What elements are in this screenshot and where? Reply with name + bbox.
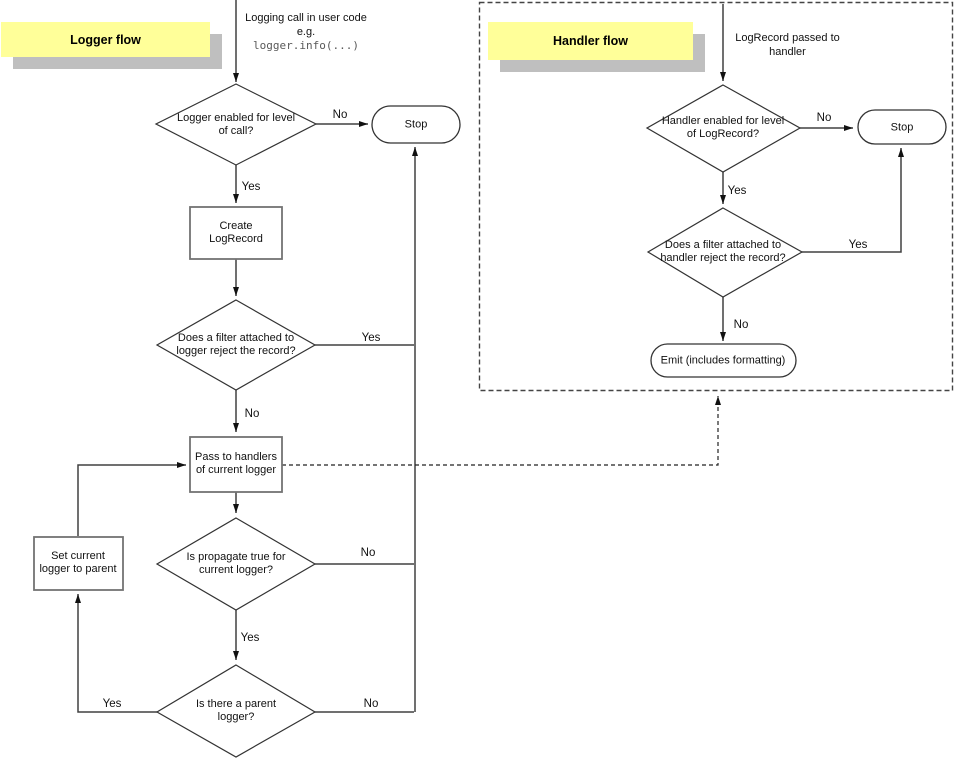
handler-filter-diamond-label: Does a filter attached to handler reject… <box>660 239 786 264</box>
logger-enabled-diamond-shape <box>154 83 318 166</box>
handler-stop-shape <box>857 109 947 145</box>
parent-logger-diamond-label: Is there a parent logger? <box>195 698 277 723</box>
emit-shape <box>650 343 797 378</box>
pass-to-handlers-label: Pass to handlers of current logger <box>195 451 277 476</box>
edge-label-yes: Yes <box>240 632 260 644</box>
emit-label: Emit (includes formatting) <box>660 354 786 367</box>
pass-to-handlers-box-shape <box>189 436 283 493</box>
handler-entry-note-text: LogRecord passed to handler <box>735 32 840 58</box>
propagate-diamond-label: Is propagate true for current logger? <box>186 551 286 576</box>
logger-enabled-diamond-label: Logger enabled for level of call? <box>176 112 296 137</box>
edge-label-no: No <box>332 109 348 121</box>
connector-pass-to-handler-flow-dashed <box>282 396 721 466</box>
logger-flow-title-label: Logger flow <box>70 32 141 47</box>
connector-parent-yes-to-setparent <box>75 594 157 713</box>
logger-flow-shapes <box>33 83 461 758</box>
edge-label-yes: Yes <box>727 185 747 197</box>
parent-logger-diamond-shape <box>155 664 317 758</box>
edge-label-no: No <box>733 319 749 331</box>
set-current-logger-box-shape <box>33 536 124 591</box>
handler-flow-connectors <box>720 4 904 341</box>
edge-label-no: No <box>360 547 376 559</box>
connector-setparent-to-pass <box>77 462 186 536</box>
edge-label-yes: Yes <box>102 698 122 710</box>
logger-filter-diamond-label: Does a filter attached to logger reject … <box>176 332 296 357</box>
propagate-diamond-shape <box>155 517 317 611</box>
edge-label-yes: Yes <box>361 332 381 344</box>
edge-label-no: No <box>244 408 260 420</box>
logger-stop-label: Stop <box>404 118 428 131</box>
edge-label-no: No <box>816 112 832 124</box>
logger-filter-diamond-shape <box>155 299 317 391</box>
handler-flow-title: Handler flow <box>488 22 693 60</box>
handler-flow-title-label: Handler flow <box>552 34 628 48</box>
logger-flow-connectors <box>75 0 418 713</box>
logger-entry-note: Logging call in user code e.g. logger.in… <box>245 11 367 53</box>
logger-entry-note-eg: e.g. <box>296 26 316 38</box>
create-logrecord-box-shape <box>189 206 283 260</box>
logger-stop-shape <box>371 105 461 144</box>
handler-flow-container <box>478 1 954 392</box>
logger-flow-title: Logger flow <box>1 22 210 57</box>
create-logrecord-label: Create LogRecord <box>209 220 263 245</box>
handler-entry-note: LogRecord passed to handler <box>725 31 850 59</box>
handler-filter-diamond-shape <box>646 207 804 298</box>
handler-flow-shapes <box>645 84 947 378</box>
connector-hfilter-yes-to-stop <box>802 148 904 253</box>
edge-label-yes: Yes <box>241 181 261 193</box>
handler-enabled-diamond-shape <box>645 84 802 173</box>
handler-enabled-diamond-label: Handler enabled for level of LogRecord? <box>661 115 785 140</box>
set-current-logger-label: Set current logger to parent <box>39 550 117 575</box>
logger-entry-note-code: logger.info(...) <box>253 39 359 52</box>
edge-label-no: No <box>363 698 379 710</box>
edge-label-yes: Yes <box>848 239 868 251</box>
handler-stop-label: Stop <box>890 121 914 134</box>
logger-entry-note-text: Logging call in user code <box>245 12 367 24</box>
